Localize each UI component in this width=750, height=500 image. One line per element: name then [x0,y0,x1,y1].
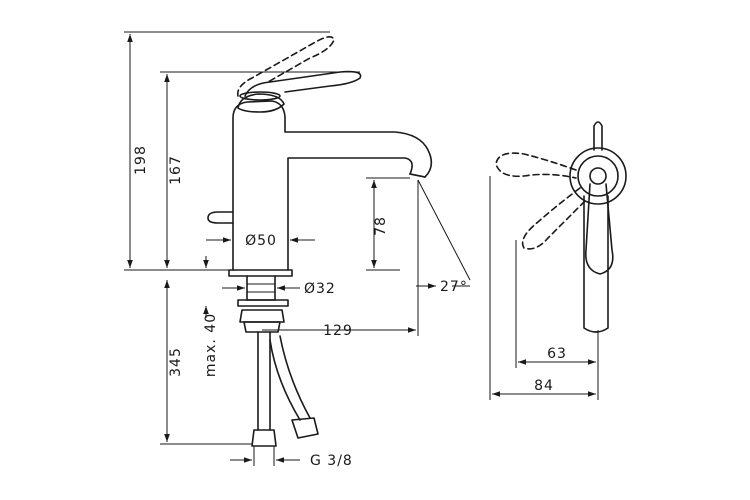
dimension-lines [124,31,599,466]
faucet-side-view [207,36,433,447]
dim-body-diameter: Ø50 [245,233,277,249]
dim-max-thickness: max. 40 [203,313,219,377]
dim-spout-height: 78 [373,216,389,236]
dim-lever-offset: 63 [547,346,567,362]
dim-connection: G 3/8 [310,453,353,469]
dim-hose-length: 345 [168,347,184,377]
dim-depth: 84 [534,378,554,394]
faucet-rear-view [495,121,627,333]
dim-total-height: 198 [133,145,149,175]
dim-spout-reach: 129 [323,323,353,339]
dim-thread-diameter: Ø32 [304,281,336,297]
dim-spout-angle: 27° [440,279,468,295]
dim-body-height: 167 [168,155,184,185]
